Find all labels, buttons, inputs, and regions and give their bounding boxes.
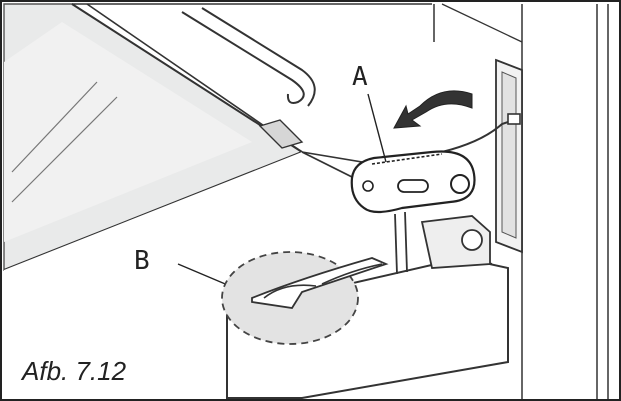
lever-ridge (371, 153, 443, 165)
figure-caption: Afb. 7.12 (22, 356, 127, 386)
callout-a-leader (367, 93, 387, 163)
frame-diagonal (441, 3, 523, 43)
hinge-wire (441, 119, 515, 153)
hinge-post-1 (394, 213, 398, 275)
callout-label-b: B (134, 246, 150, 276)
latch-tongue (263, 284, 317, 299)
hinge-plate-inner (501, 71, 517, 239)
rotation-arrow-icon (393, 90, 473, 129)
panel-reflection-2 (11, 96, 118, 203)
latch-rod (321, 263, 383, 285)
callout-b-leader (177, 263, 231, 287)
panel-reflection-1 (11, 81, 98, 173)
latch-slot (251, 257, 389, 309)
lever-slot (397, 179, 429, 193)
handle-hook-inner (201, 7, 316, 107)
callout-label-a: A (352, 62, 368, 92)
clip (258, 119, 304, 149)
glass-panel-shade (4, 22, 252, 242)
hinge-post-2 (404, 211, 408, 273)
lever-small-hole (362, 180, 374, 192)
handle-hook (181, 11, 305, 104)
lever-knob (450, 174, 470, 194)
hinge-pivot (461, 229, 483, 251)
wire-end (507, 113, 521, 125)
cabinet-top-edge (301, 151, 353, 178)
hinge-arm (420, 215, 491, 269)
